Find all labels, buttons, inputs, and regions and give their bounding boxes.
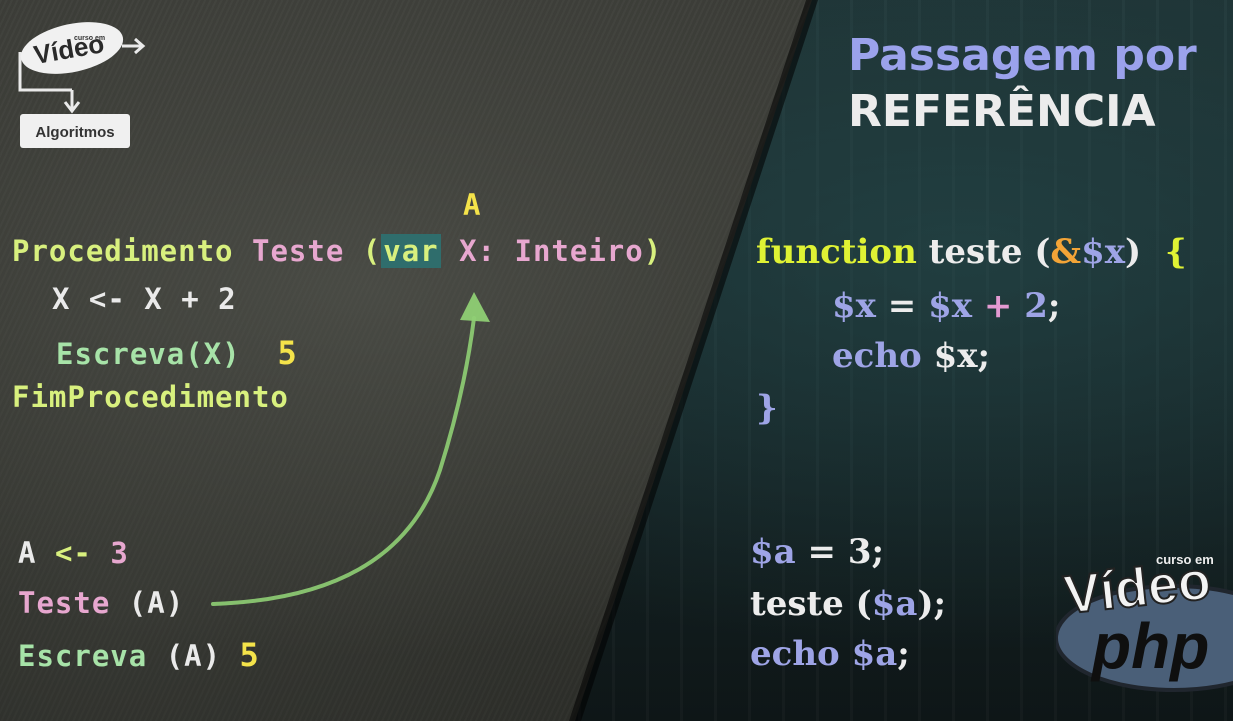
php-semicolon-2: ;: [977, 336, 991, 376]
php-var-x2: $x: [928, 286, 973, 326]
php-semicolon: ;: [1047, 286, 1061, 326]
php-var-a: $a: [750, 532, 796, 572]
php-echo: echo: [832, 336, 922, 376]
print-value: 5: [239, 636, 260, 674]
procedure-keyword: Procedimento: [12, 234, 234, 268]
pseudo-line-4: FimProcedimento: [12, 380, 289, 414]
php-brace-close: }: [756, 388, 778, 428]
function-name: teste: [928, 232, 1023, 272]
php-paren-open: (: [1034, 232, 1051, 272]
php-call-var: $a: [871, 584, 918, 624]
php-paren-close: ): [1125, 232, 1142, 272]
param-type: Inteiro: [514, 234, 644, 268]
php-param: $x: [1081, 232, 1126, 272]
logo-small-text: curso em: [74, 35, 105, 42]
reference-ampersand: &: [1050, 232, 1082, 272]
php-line-6: teste ($a);: [750, 584, 946, 624]
php-semicolon-3: ;: [897, 634, 910, 674]
function-keyword: function: [756, 232, 917, 272]
php-line-2: $x = $x + 2;: [832, 286, 1060, 326]
php-line-3: echo $x;: [832, 336, 990, 376]
pseudo-print-line: Escreva (A) 5: [18, 636, 260, 674]
php-echo-var: $x: [933, 336, 978, 376]
php-logo-small: curso em: [1156, 552, 1214, 567]
php-line-7: echo $a;: [750, 634, 910, 674]
call-name: Teste: [18, 586, 111, 620]
php-line-5: $a = 3;: [750, 532, 884, 572]
assign-op: <-: [54, 536, 92, 570]
var-keyword: var: [381, 234, 441, 268]
php-logo-tech: php: [1090, 610, 1209, 682]
php-echo-var-a: $a: [851, 634, 898, 674]
curso-em-video-php-logo: curso em Vídeo php: [1056, 549, 1233, 692]
curso-em-video-logo: curso em Vídeo Algoritmos: [18, 22, 146, 148]
php-call-name: teste (: [750, 584, 872, 624]
procedure-name: Teste: [251, 234, 345, 268]
print-name: Escreva: [18, 639, 148, 673]
print-arg: (A): [165, 639, 222, 673]
slide-title-line1: Passagem por: [848, 30, 1197, 81]
php-assign-rest: = 3;: [795, 532, 885, 572]
pseudo-assign-line: A <- 3: [18, 536, 129, 570]
php-eq: =: [875, 286, 929, 326]
pseudo-call-line: Teste (A): [18, 586, 184, 620]
php-var-x: $x: [832, 286, 876, 326]
assign-value: 3: [110, 536, 129, 570]
pseudo-line-2: X <- X + 2: [52, 282, 237, 316]
print-call: Escreva(X): [56, 337, 241, 371]
slide-title-line2: REFERÊNCIA: [848, 86, 1156, 137]
param-name: X:: [459, 234, 497, 268]
logo-section-text: Algoritmos: [35, 124, 114, 141]
php-echo-2: echo: [750, 634, 840, 674]
php-brace-open: {: [1164, 232, 1187, 272]
php-plus: +: [972, 286, 1025, 326]
php-call-end: );: [917, 584, 947, 624]
pseudo-line-1: Procedimento Teste (var X: Inteiro): [12, 234, 662, 268]
print-output: 5: [277, 334, 298, 372]
paren-open: (: [362, 234, 382, 268]
php-num: 2: [1024, 286, 1048, 326]
php-line-1: function teste (&$x) {: [756, 232, 1187, 272]
call-arg: (A): [128, 586, 185, 620]
assign-var: A: [18, 536, 37, 570]
pseudo-line-3: Escreva(X) 5: [56, 334, 298, 372]
variable-marker: A: [463, 188, 482, 222]
paren-close: ): [643, 234, 663, 268]
